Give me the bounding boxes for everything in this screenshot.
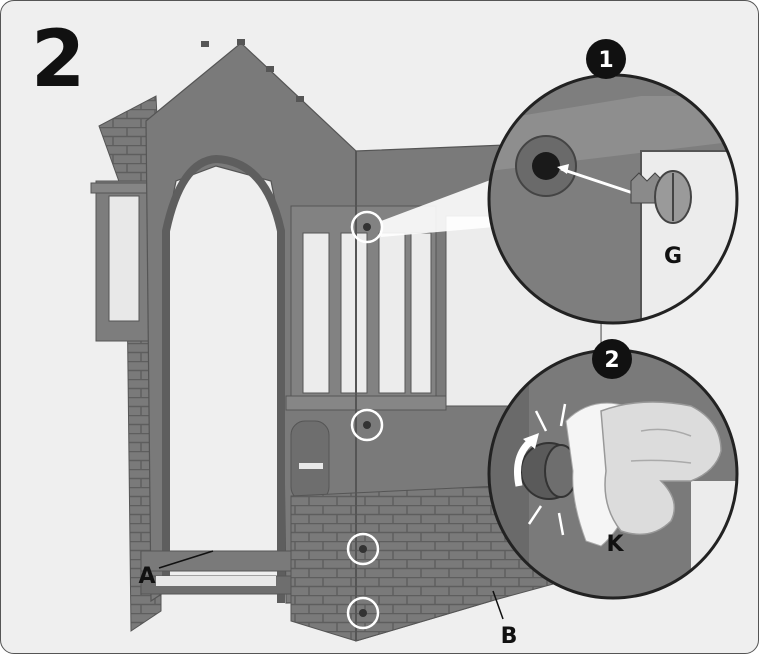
label-part-k: K xyxy=(606,532,624,557)
detail-2-badge: 2 xyxy=(604,348,619,373)
detail-1-screw-insertion: 1 G xyxy=(381,39,739,325)
detail-2-hand-tightening: 2 K xyxy=(487,339,739,600)
detail-1-badge: 1 xyxy=(598,48,613,73)
part-callouts: A B xyxy=(138,550,518,649)
label-part-b: B xyxy=(501,624,518,649)
label-part-a: A xyxy=(138,564,155,589)
label-part-g: G xyxy=(664,244,682,269)
step-number: 2 xyxy=(31,15,86,105)
left-wall-brick-side xyxy=(90,95,162,632)
